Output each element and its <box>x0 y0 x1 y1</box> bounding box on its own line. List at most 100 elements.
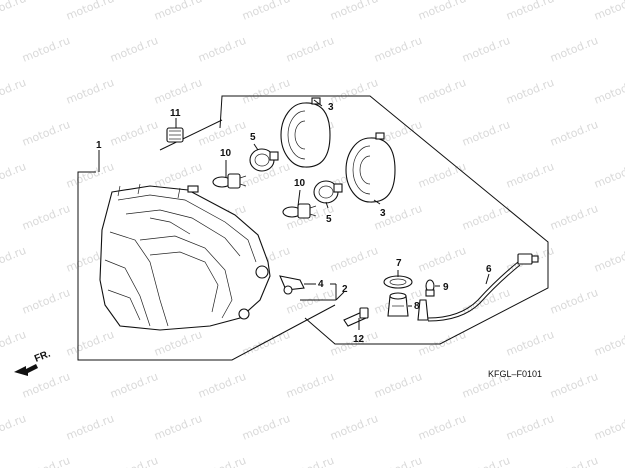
callout-12: 12 <box>353 334 365 345</box>
watermark-text: motod.ru <box>108 370 160 401</box>
watermark-text: motod.ru <box>328 244 380 275</box>
watermark-text: motod.ru <box>416 0 468 23</box>
part-11-spring-nut <box>166 127 184 143</box>
watermark-text: motod.ru <box>152 0 204 23</box>
callout-5-upper: 5 <box>250 132 256 143</box>
watermark-text: motod.ru <box>372 370 424 401</box>
part-7-rubber-ring <box>383 275 413 289</box>
callout-11: 11 <box>170 108 181 119</box>
watermark-text: motod.ru <box>152 412 204 443</box>
watermark-text: motod.ru <box>108 454 160 468</box>
callout-10-upper: 10 <box>220 148 232 159</box>
watermark-text: motod.ru <box>548 286 600 317</box>
callout-9: 9 <box>443 282 449 293</box>
watermark-text: motod.ru <box>108 118 160 149</box>
watermark-text: motod.ru <box>548 370 600 401</box>
watermark-text: motod.ru <box>504 160 556 191</box>
part-5-socket-lower <box>313 180 343 204</box>
watermark-text: motod.ru <box>0 412 28 443</box>
watermark-text: motod.ru <box>416 412 468 443</box>
watermark-text: motod.ru <box>416 76 468 107</box>
watermark-text: motod.ru <box>196 370 248 401</box>
watermark-text: motod.ru <box>196 34 248 65</box>
watermark-text: motod.ru <box>240 412 292 443</box>
watermark-text: motod.ru <box>460 454 512 468</box>
callout-2: 2 <box>342 284 348 295</box>
watermark-text: motod.ru <box>284 370 336 401</box>
watermark-text: motod.ru <box>504 0 556 23</box>
front-direction-marker: FR. <box>14 348 52 376</box>
watermark-text: motod.ru <box>328 76 380 107</box>
watermark-text: motod.ru <box>0 160 28 191</box>
watermark-text: motod.ru <box>284 34 336 65</box>
diagram-code: KFGL–F0101 <box>488 369 542 379</box>
watermark-text: motod.ru <box>64 412 116 443</box>
watermark-text: motod.ru <box>20 202 72 233</box>
watermark-text: motod.ru <box>152 76 204 107</box>
part-5-socket-upper <box>249 148 279 172</box>
part-8-socket <box>387 292 409 317</box>
watermark-text: motod.ru <box>504 412 556 443</box>
watermark-text: motod.ru <box>108 34 160 65</box>
part-10-bulb-upper <box>212 173 247 189</box>
watermark-text: motod.ru <box>20 34 72 65</box>
watermark-text: motod.ru <box>284 454 336 468</box>
watermark-text: motod.ru <box>196 454 248 468</box>
watermark-text: motod.ru <box>416 160 468 191</box>
part-6-wire-harness <box>417 253 539 322</box>
headlight-housing <box>99 183 271 331</box>
watermark-text: motod.ru <box>416 244 468 275</box>
watermark-text: motod.ru <box>460 34 512 65</box>
part-3-dust-cover-upper <box>280 97 331 168</box>
watermark-text: motod.ru <box>592 328 625 359</box>
watermark-text: motod.ru <box>504 76 556 107</box>
watermark-text: motod.ru <box>196 118 248 149</box>
watermark-text: motod.ru <box>20 286 72 317</box>
part-9-small-bulb <box>425 279 435 297</box>
part-4-adjuster <box>279 275 305 295</box>
part-12-bolt <box>343 307 369 327</box>
watermark-text: motod.ru <box>548 202 600 233</box>
watermark-text: motod.ru <box>548 118 600 149</box>
watermark-text: motod.ru <box>592 0 625 23</box>
watermark-text: motod.ru <box>504 328 556 359</box>
watermark-text: motod.ru <box>0 328 28 359</box>
watermark-text: motod.ru <box>20 118 72 149</box>
watermark-text: motod.ru <box>328 0 380 23</box>
callout-6: 6 <box>486 264 492 275</box>
watermark-text: motod.ru <box>592 160 625 191</box>
watermark-text: motod.ru <box>592 412 625 443</box>
watermark-text: motod.ru <box>0 76 28 107</box>
callouts: 1 2 3 3 4 5 5 6 7 8 9 10 10 11 12 <box>96 102 492 345</box>
watermark-text: motod.ru <box>20 370 72 401</box>
front-label: FR. <box>33 348 52 364</box>
callout-3-upper: 3 <box>328 102 334 113</box>
callout-5-lower: 5 <box>326 214 332 225</box>
watermark-text: motod.ru <box>64 160 116 191</box>
callout-4: 4 <box>318 279 324 290</box>
watermark-text: motod.ru <box>240 76 292 107</box>
assembly-outline <box>77 95 549 361</box>
watermark-text: motod.ru <box>20 454 72 468</box>
watermark-text: motod.ru <box>592 244 625 275</box>
watermark-text: motod.ru <box>0 0 28 23</box>
callout-1: 1 <box>96 140 102 151</box>
arrow-left-icon <box>14 364 38 376</box>
part-10-bulb-lower <box>282 203 317 219</box>
watermark-text: motod.ru <box>240 0 292 23</box>
watermark-text: motod.ru <box>64 328 116 359</box>
watermark-text: motod.ru <box>548 34 600 65</box>
watermark-text: motod.ru <box>372 454 424 468</box>
part-3-dust-cover-lower <box>345 132 396 203</box>
watermark-text: motod.ru <box>328 412 380 443</box>
callout-7: 7 <box>396 258 402 269</box>
watermark-text: motod.ru <box>460 118 512 149</box>
watermark-text: motod.ru <box>592 76 625 107</box>
callout-10-lower: 10 <box>294 178 306 189</box>
callout-8: 8 <box>414 301 420 312</box>
watermark-text: motod.ru <box>0 244 28 275</box>
leader-lines <box>98 99 490 330</box>
